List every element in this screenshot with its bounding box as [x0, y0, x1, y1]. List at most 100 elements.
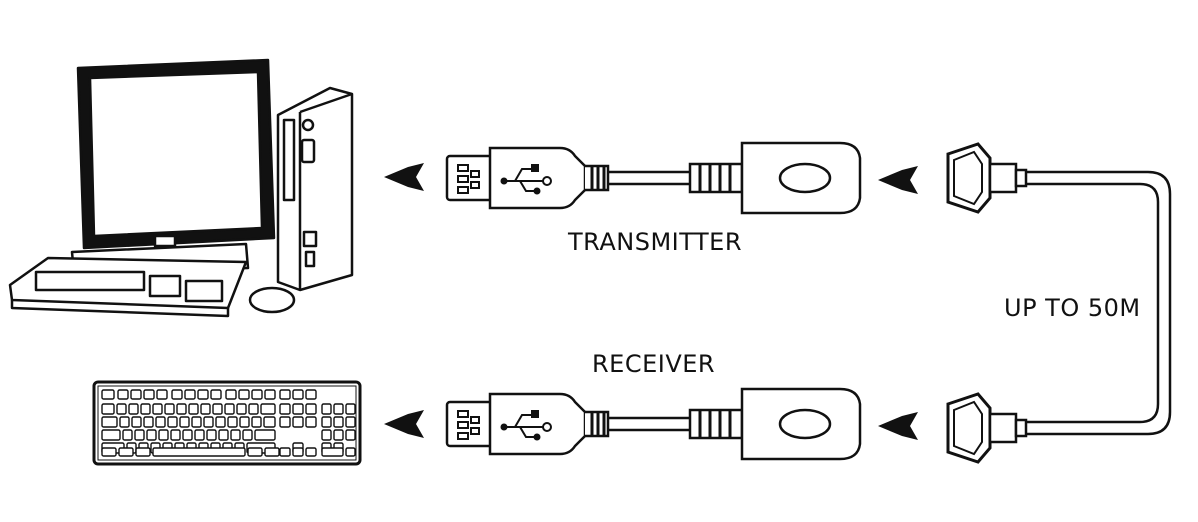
keyboard-key [101, 416, 118, 428]
rj45-plug-bottom-icon [946, 392, 1028, 464]
keyboard-key [184, 389, 196, 400]
receiver-label: RECEIVER [592, 350, 716, 378]
arrow-to-keyboard-icon [384, 410, 424, 438]
keyboard-key [251, 416, 262, 428]
keyboard-key [134, 429, 145, 441]
keyboard-key [305, 403, 317, 415]
keyboard-key [279, 447, 291, 457]
keyboard-key [152, 403, 163, 415]
keyboard-key [345, 429, 356, 441]
keyboard-key [227, 416, 238, 428]
keyboard-key [321, 403, 332, 415]
keyboard-key [164, 403, 175, 415]
keyboard-illustration [92, 380, 362, 466]
keyboard-key [182, 429, 193, 441]
keyboard-key [179, 416, 190, 428]
keyboard-key [119, 416, 130, 428]
keyboard-key [171, 389, 183, 400]
keyboard-key [333, 403, 344, 415]
keyboard-key [292, 403, 304, 415]
keyboard-key [305, 416, 317, 428]
keyboard-key [321, 447, 344, 457]
keyboard-key [143, 416, 154, 428]
keyboard-key [345, 403, 356, 415]
transmitter-assembly [445, 141, 862, 215]
keyboard-key [247, 447, 263, 457]
keyboard-key [101, 429, 121, 441]
keyboard-key [239, 416, 250, 428]
receiver-assembly [445, 387, 862, 461]
keyboard-key [279, 403, 291, 415]
keyboard-key [215, 416, 226, 428]
keyboard-key [292, 447, 304, 457]
keyboard-key [224, 403, 235, 415]
keyboard-key [118, 447, 134, 457]
keyboard-key [135, 447, 151, 457]
usb-plug-icon [445, 146, 610, 210]
keyboard-key [263, 416, 276, 428]
ethernet-cable [1026, 170, 1172, 436]
distance-label: UP TO 50M [1004, 292, 1141, 324]
keyboard-key [155, 416, 166, 428]
rj45-plug-top-icon [946, 142, 1028, 214]
keyboard-key [292, 389, 304, 400]
keyboard-key [101, 389, 115, 400]
keyboard-key [218, 429, 229, 441]
arrow-into-transmitter-icon [878, 166, 918, 194]
keyboard-key [251, 389, 263, 400]
keyboard-key [292, 416, 304, 428]
keyboard-key [321, 416, 332, 428]
keyboard-key [260, 403, 276, 415]
keyboard-key [248, 403, 259, 415]
keyboard-key [279, 389, 291, 400]
keyboard-key [117, 389, 129, 400]
keyboard-key [242, 429, 253, 441]
arrow-to-computer-icon [384, 163, 424, 191]
keyboard-key [158, 429, 169, 441]
keyboard-key [101, 403, 115, 415]
keyboard-key [254, 429, 276, 441]
keyboard-key [345, 416, 356, 428]
keyboard-key [305, 389, 317, 400]
keyboard-key [230, 429, 241, 441]
keyboard-key [188, 403, 199, 415]
keyboard-key [210, 389, 222, 400]
keyboard-key [264, 447, 280, 457]
keyboard-key [191, 416, 202, 428]
keyboard-key [238, 389, 250, 400]
keyboard-key [130, 389, 142, 400]
keyboard-key [128, 403, 139, 415]
keyboard-key [264, 389, 276, 400]
desktop-computer-illustration [8, 58, 354, 318]
keyboard-key [116, 403, 127, 415]
keyboard-key [279, 416, 291, 428]
keyboard-key [203, 416, 214, 428]
transmitter-adapter-icon [688, 141, 862, 215]
keyboard-key [225, 389, 237, 400]
keyboard-key [131, 416, 142, 428]
arrow-into-receiver-icon [878, 412, 918, 440]
keyboard-key [197, 389, 209, 400]
keyboard-key [236, 403, 247, 415]
keyboard-key [345, 447, 356, 457]
keyboard-key [143, 389, 155, 400]
keyboard-key [321, 429, 332, 441]
usb-plug-icon [445, 392, 610, 456]
keyboard-key [101, 447, 117, 457]
keyboard-key [156, 389, 168, 400]
keyboard-key [206, 429, 217, 441]
keyboard-key [140, 403, 151, 415]
keyboard-key [333, 416, 344, 428]
keyboard-key [176, 403, 187, 415]
keyboard-key [146, 429, 157, 441]
keyboard-key [167, 416, 178, 428]
keyboard-key [200, 403, 211, 415]
keyboard-key [170, 429, 181, 441]
keyboard-key [152, 447, 246, 457]
keyboard-key [333, 429, 344, 441]
receiver-adapter-icon [688, 387, 862, 461]
keyboard-key [212, 403, 223, 415]
keyboard-key [122, 429, 133, 441]
transmitter-label: TRANSMITTER [568, 228, 742, 256]
